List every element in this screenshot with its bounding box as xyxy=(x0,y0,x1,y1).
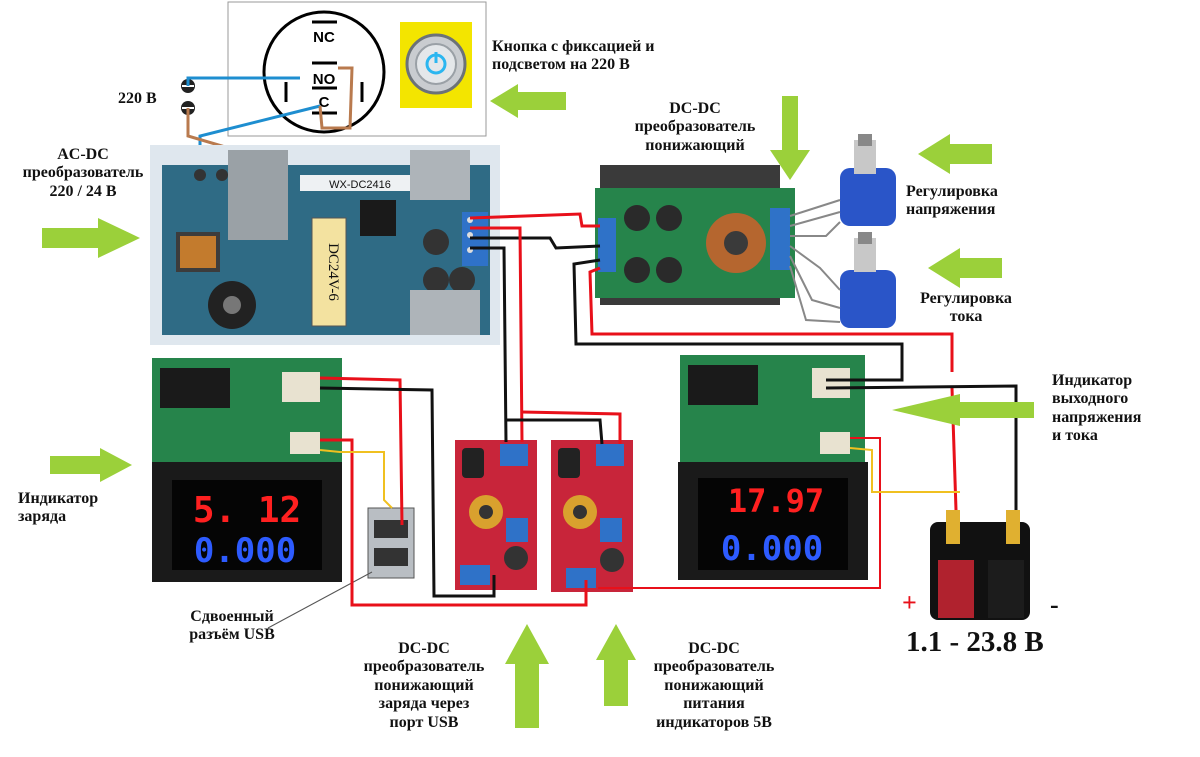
arrow-dcdc-usb xyxy=(505,624,549,728)
acdc-output-text: DC24V-6 xyxy=(325,243,341,301)
dcdc-main-label: DC-DC преобразователь понижающий xyxy=(634,100,756,154)
dcdc-usb-module xyxy=(455,440,537,590)
current-adj-label: Регулировка тока xyxy=(920,290,1012,326)
dc-wiring xyxy=(319,212,1018,607)
trimmer-wiring xyxy=(789,199,841,323)
acdc-label: AC-DC преобразователь 220 / 24 В xyxy=(22,146,144,200)
arrow-output-indicator xyxy=(892,394,1034,426)
output-plus-sign: + xyxy=(902,588,917,617)
charge-indicator-module xyxy=(152,358,342,582)
arrow-voltage-adj xyxy=(918,134,992,174)
arrow-current-adj xyxy=(928,248,1002,288)
output-indicator-label: Индикатор выходного напряжения и тока xyxy=(1052,372,1142,445)
output-indicator-module xyxy=(678,355,868,580)
terminal-nc: NC xyxy=(313,29,335,46)
trimmer-current xyxy=(840,232,896,328)
arrows xyxy=(42,84,1034,728)
output-voltage-reading: 17.97 xyxy=(728,482,824,520)
switch-label: Кнопка с фиксацией и подсветом на 220 В xyxy=(492,38,655,74)
arrow-dcdc-main xyxy=(770,96,810,180)
dcdc-usb-label: DC-DC преобразователь понижающий заряда … xyxy=(363,640,485,731)
dcdc-indicators-label: DC-DC преобразователь понижающий питания… xyxy=(653,640,775,731)
arrow-acdc xyxy=(42,218,140,258)
charge-indicator-label: Индикатор заряда xyxy=(18,490,99,526)
charge-voltage-reading: 5. 12 xyxy=(193,490,301,531)
acdc-module: WX-DC2416 DC24V-6 xyxy=(150,145,500,345)
terminal-no: NO xyxy=(313,71,336,88)
arrow-switch xyxy=(490,84,566,118)
usb-connector xyxy=(367,507,415,579)
arrow-charge-indicator xyxy=(50,448,132,482)
output-voltage-range: 1.1 - 23.8 В xyxy=(906,626,1044,658)
usb-pointer-line xyxy=(267,571,373,629)
dcdc-indicators-module xyxy=(551,440,633,592)
output-terminals xyxy=(930,510,1030,620)
arrow-dcdc-indicators xyxy=(596,624,636,706)
charge-current-reading: 0.000 xyxy=(194,531,296,571)
voltage-adj-label: Регулировка напряжения xyxy=(906,183,998,219)
trimmer-voltage xyxy=(840,134,896,226)
terminal-c: C xyxy=(319,94,330,111)
usb-label: Сдвоенный разъём USB xyxy=(189,608,275,644)
mains-label: 220 В xyxy=(118,90,157,107)
acdc-model-text: WX-DC2416 xyxy=(329,179,391,191)
output-current-reading: 0.000 xyxy=(721,529,823,569)
output-minus-sign: - xyxy=(1050,590,1059,619)
pushbutton-photo xyxy=(400,22,472,108)
dcdc-main-module xyxy=(595,165,795,305)
switch-panel: NC NO C xyxy=(227,1,487,137)
